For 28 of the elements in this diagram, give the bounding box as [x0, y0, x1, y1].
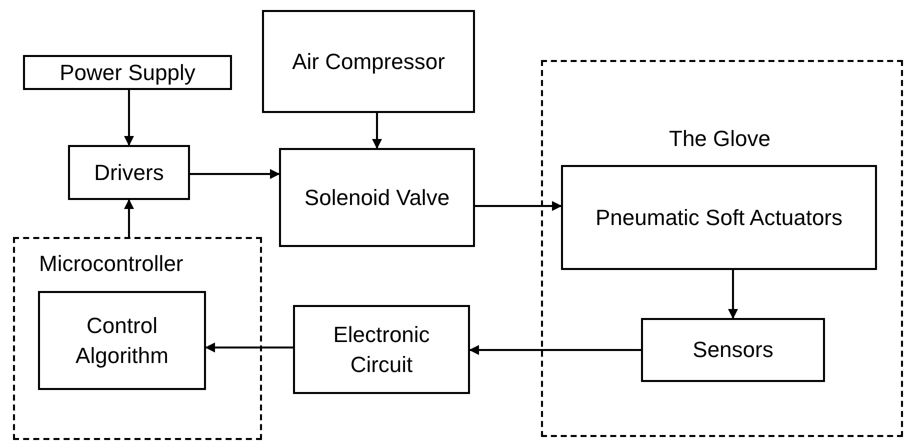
arrow — [205, 342, 293, 352]
dashed-group-box — [541, 60, 903, 437]
group-heading: The Glove — [669, 125, 770, 153]
box-label: Pneumatic Soft Actuators — [594, 204, 844, 232]
box-label: Solenoid Valve — [303, 184, 451, 212]
box-label: Electronic Circuit — [332, 320, 431, 378]
process-box — [262, 10, 475, 113]
box-label: Air Compressor — [291, 48, 446, 76]
arrow — [190, 169, 280, 179]
arrow — [475, 201, 562, 211]
process-box — [641, 318, 825, 382]
process-box — [23, 55, 232, 90]
arrow — [469, 345, 641, 355]
arrow — [124, 90, 134, 146]
process-box — [293, 305, 470, 394]
arrow — [124, 199, 134, 237]
box-label: Control Algorithm — [74, 312, 170, 370]
group-heading: Microcontroller — [39, 250, 184, 278]
process-box — [68, 145, 190, 200]
box-label: Sensors — [692, 336, 774, 364]
arrow — [728, 270, 738, 319]
box-label: Drivers — [93, 158, 165, 187]
dashed-group-box — [13, 237, 262, 440]
process-box — [279, 148, 475, 247]
box-label: Power Supply — [58, 58, 196, 87]
process-box — [561, 165, 877, 270]
process-box — [38, 291, 206, 390]
arrow — [372, 113, 382, 149]
